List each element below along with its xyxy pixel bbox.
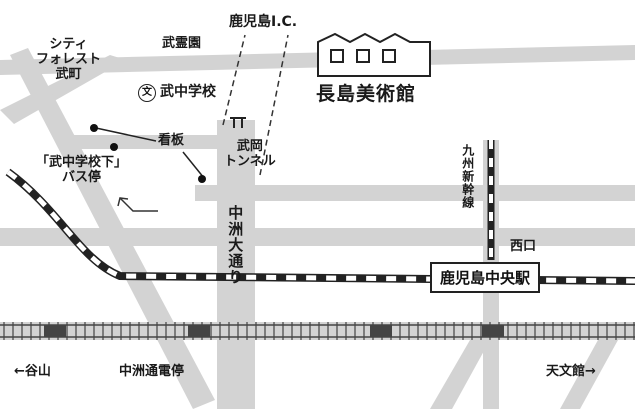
label-tanigawa: ←谷山 <box>14 364 51 379</box>
label-nishiguchi: 西口 <box>510 239 537 254</box>
road-tram-street <box>0 322 635 340</box>
jr-main-line <box>5 168 635 285</box>
direction-arrow-icon <box>119 197 158 212</box>
museum-building-icon <box>317 32 431 77</box>
label-shinkansen: 九州新幹線 <box>460 144 475 209</box>
label-bureien: 武霊園 <box>162 36 202 51</box>
school-icon: 文 <box>138 84 156 102</box>
label-tenmonkan: 天文館→ <box>546 364 596 379</box>
busstop-dot <box>110 143 118 151</box>
kanban-leader <box>95 127 157 142</box>
tram-ties <box>3 322 635 340</box>
tram-stop-left <box>44 325 66 337</box>
expressway-line-left <box>222 34 246 126</box>
label-museum: 長島美術館 <box>316 83 417 105</box>
road-nakasu-avenue <box>217 120 255 409</box>
tram-stop-right-1 <box>370 325 392 337</box>
tram-stop-nakasu <box>188 325 210 337</box>
road-lower-right-diagonal <box>430 340 490 409</box>
road-lower-right-diagonal-2 <box>560 340 618 409</box>
kanban-leader-2 <box>182 151 205 179</box>
expressway-line-right <box>259 34 289 176</box>
label-avenue: 中洲大通り <box>226 205 245 285</box>
road-diagonal-upper-left <box>0 55 126 124</box>
label-ic: 鹿児島I.C. <box>229 14 298 30</box>
tram-stop-right-2 <box>482 325 504 337</box>
road-left-avenue-link <box>60 135 230 149</box>
kanban-dot-2 <box>198 175 206 183</box>
label-kanban: 看板 <box>158 133 185 148</box>
label-city-forest: シティ フォレスト 武町 <box>36 37 102 82</box>
road-mid-horizontal <box>0 228 635 246</box>
label-tunnel: 武岡 トンネル <box>224 139 276 169</box>
tram-line <box>0 324 635 338</box>
label-nakasu-stop: 中洲通電停 <box>119 364 185 379</box>
road-upper-horizontal <box>195 185 635 201</box>
kanban-dot <box>90 124 98 132</box>
label-busstop: 「武中学校下」 バス停 <box>36 155 128 185</box>
tunnel-portal-icon <box>230 117 246 128</box>
station-kagoshima-chuo: 鹿児島中央駅 <box>430 262 541 293</box>
label-school: 武中学校 <box>160 84 216 100</box>
